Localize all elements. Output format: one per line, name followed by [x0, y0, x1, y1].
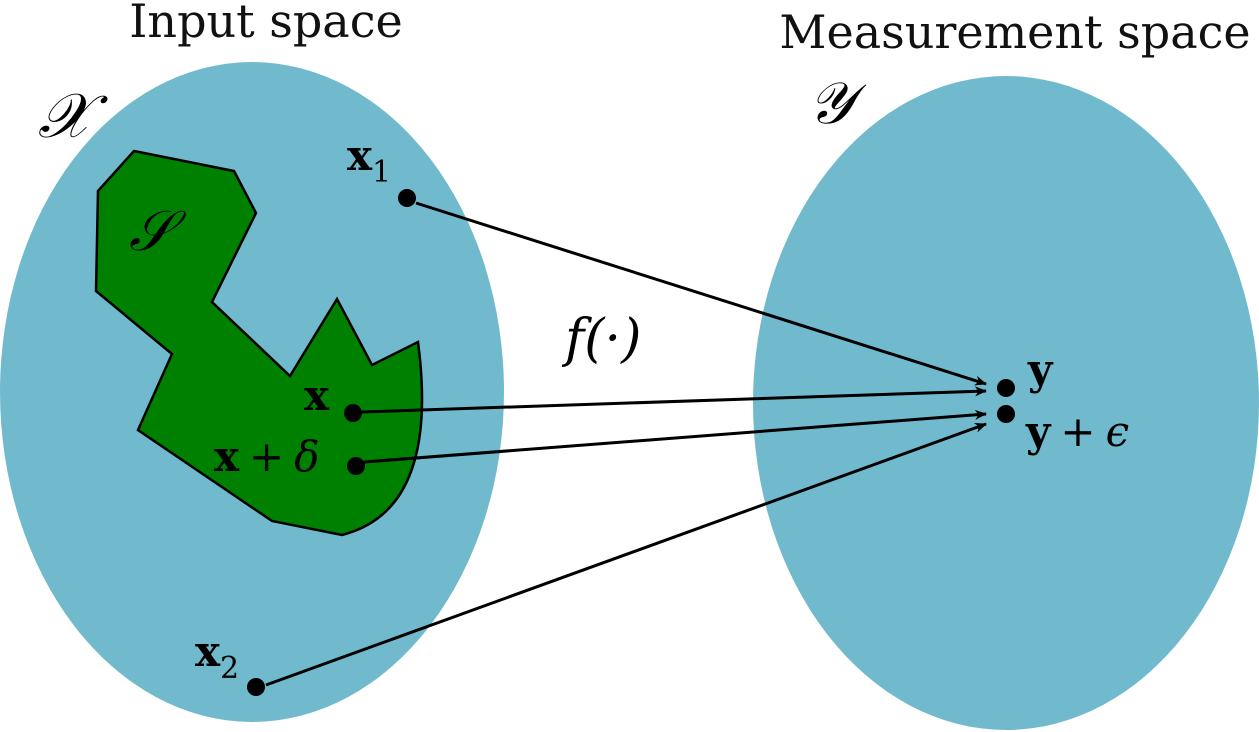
- set-s-region: [94, 149, 424, 537]
- arrow-x-to-y: [361, 386, 987, 414]
- arrow-x1-to-y: [415, 201, 987, 386]
- label-x-delta: x+δ: [214, 432, 320, 481]
- point-y: [997, 379, 1015, 397]
- label-x: x: [304, 371, 330, 420]
- label-y: y: [1027, 345, 1054, 394]
- label-x1: x1: [347, 131, 391, 190]
- arrow-xdelta-to-yeps: [363, 409, 987, 464]
- input-space-title: Input space: [129, 0, 402, 48]
- point-x1: [398, 189, 416, 207]
- mapping-label: f(·): [561, 309, 641, 369]
- measurement-space-symbol: 𝒴: [808, 69, 867, 137]
- arrow-x2-to-yeps: [265, 422, 987, 687]
- point-y-eps: [997, 405, 1015, 423]
- label-x2: x2: [195, 627, 239, 686]
- measurement-space-title: Measurement space: [779, 5, 1250, 59]
- point-x-delta: [347, 457, 365, 475]
- measurement-space-ellipse: [753, 76, 1259, 730]
- point-x2: [247, 678, 265, 696]
- label-y-eps: y+ϵ: [1025, 407, 1129, 456]
- point-x: [344, 404, 362, 422]
